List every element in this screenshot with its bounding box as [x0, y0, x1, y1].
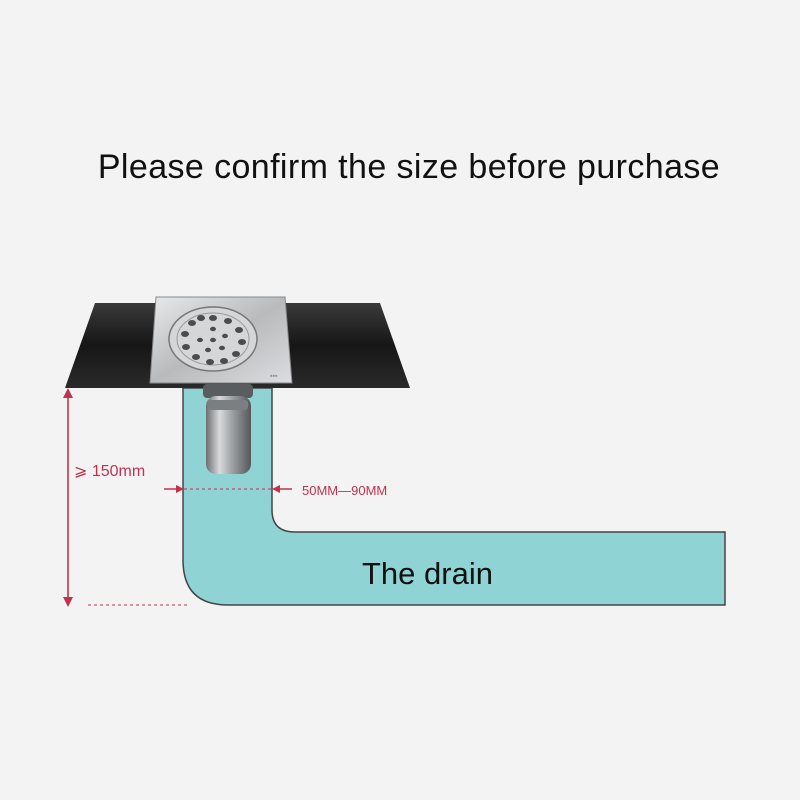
drain-core — [203, 384, 253, 474]
drain-label: The drain — [362, 556, 493, 591]
width-dimension — [164, 485, 292, 493]
height-label: ⩾ 150mm — [74, 463, 145, 480]
plate-mark: ▪▪▪ — [270, 373, 278, 380]
height-dimension — [63, 388, 190, 607]
page-title: Please confirm the size before purchase — [97, 148, 721, 186]
drain-grate — [168, 306, 258, 372]
drain-pipe — [182, 387, 726, 606]
width-label: 50MM—90MM — [302, 483, 387, 498]
